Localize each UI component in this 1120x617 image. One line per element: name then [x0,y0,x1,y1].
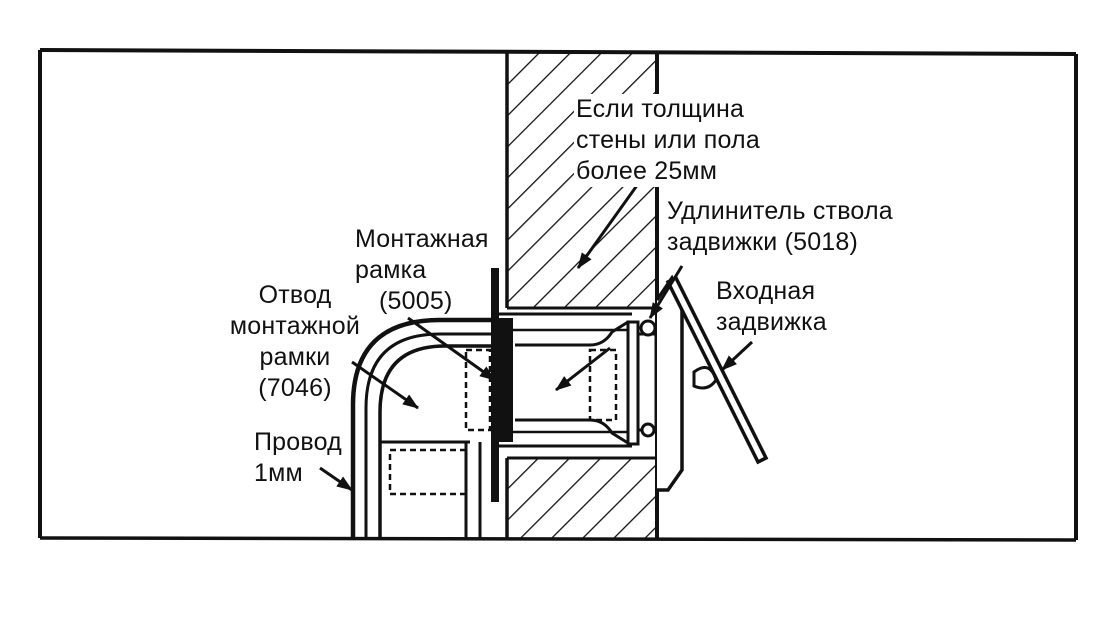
label-wall-thickness: Если толщина стены или пола более 25мм [574,94,762,187]
label-extension: Удлинитель ствола задвижки (5018) [667,197,893,256]
arrow-inlet-valve [720,340,754,372]
extension-tube [515,319,658,446]
label-frame-elbow: Отвод монтажной рамки (7046) [229,281,361,402]
arrow-wire [319,466,353,492]
leader-arrows [319,169,754,492]
arrow-extension [648,265,684,319]
label-mounting-frame: Монтажная рамка (5005) [355,225,489,315]
arrow-tube-inner [555,346,611,392]
arrow-mounting-frame [407,316,496,382]
frame-elbow-pipe [350,317,492,540]
arrow-frame-elbow [351,360,419,410]
label-inlet-valve: Входная задвижка [716,277,827,336]
label-wire: Провод 1мм [254,428,342,487]
